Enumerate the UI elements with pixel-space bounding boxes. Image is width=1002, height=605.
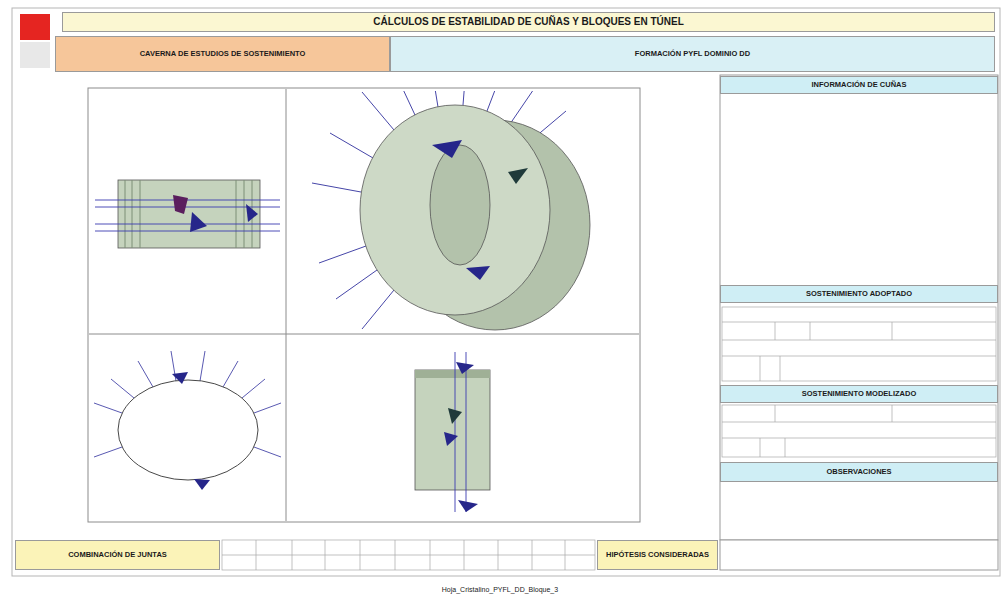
wedge: [456, 362, 474, 374]
tunnel-rings: [125, 180, 252, 248]
header-text: CAVERNA DE ESTUDIOS DE SOSTENIMIENTO: [136, 50, 310, 59]
header-band: INFORMACIÓN DE CUÑAS: [720, 76, 998, 94]
header-text: COMBINACIÓN DE JUNTAS: [64, 551, 171, 560]
section-view: [94, 351, 281, 490]
bolts: [95, 200, 280, 231]
tunnel-crown: [415, 370, 490, 378]
hypothesis-box: [720, 540, 998, 570]
wedge: [432, 140, 462, 158]
logo-grey: [20, 42, 50, 68]
wedge: [458, 500, 478, 512]
views-frame: [88, 88, 640, 522]
header-text: SOSTENIMIENTO MODELIZADO: [798, 390, 920, 399]
header-text: OBSERVACIONES: [822, 468, 895, 477]
header-band: COMBINACIÓN DE JUNTAS: [15, 540, 220, 570]
tunnel-section: [118, 180, 260, 248]
elevation-view: [415, 352, 490, 512]
joints-table: [222, 540, 595, 570]
header-band: FORMACIÓN PYFL DOMINIO DD: [390, 36, 995, 72]
wedge: [172, 372, 188, 384]
logo-red: [20, 14, 50, 40]
wedge: [444, 432, 458, 446]
header-band: SOSTENIMIENTO MODELIZADO: [720, 385, 998, 403]
wedge: [508, 168, 528, 184]
model-table: [722, 405, 996, 457]
wedge: [466, 266, 490, 280]
bolts: [455, 352, 466, 512]
info-panel: [720, 75, 998, 540]
support-table: [722, 307, 996, 381]
wedge: [448, 408, 462, 424]
header-text: SOSTENIMIENTO ADOPTADO: [802, 290, 916, 299]
header-band: OBSERVACIONES: [720, 462, 998, 482]
wedge: [194, 479, 210, 490]
perspective-view: [312, 91, 590, 330]
header-band: CAVERNA DE ESTUDIOS DE SOSTENIMIENTO: [55, 36, 390, 72]
tunnel-section: [415, 370, 490, 490]
header-band: HIPÓTESIS CONSIDERADAS: [597, 540, 718, 570]
tunnel-ring: [360, 105, 550, 315]
header-text: HIPÓTESIS CONSIDERADAS: [602, 551, 713, 560]
sheet-frame: [12, 8, 1000, 576]
header-text: CÁLCULOS DE ESTABILIDAD DE CUÑAS Y BLOQU…: [369, 16, 688, 28]
view-divider: [89, 334, 639, 335]
tunnel-outline: [118, 380, 258, 480]
header-band: CÁLCULOS DE ESTABILIDAD DE CUÑAS Y BLOQU…: [62, 12, 995, 32]
header-text: INFORMACIÓN DE CUÑAS: [808, 81, 911, 90]
view-divider: [286, 89, 287, 521]
header-text: FORMACIÓN PYFL DOMINIO DD: [631, 50, 754, 59]
wedge: [246, 204, 258, 222]
wedge: [190, 212, 207, 232]
sheet-caption: Hoja_Cristalino_PYFL_DD_Bloque_3: [300, 586, 700, 593]
wedge: [173, 195, 188, 214]
header-band: SOSTENIMIENTO ADOPTADO: [720, 285, 998, 303]
plan-view: [95, 180, 280, 248]
